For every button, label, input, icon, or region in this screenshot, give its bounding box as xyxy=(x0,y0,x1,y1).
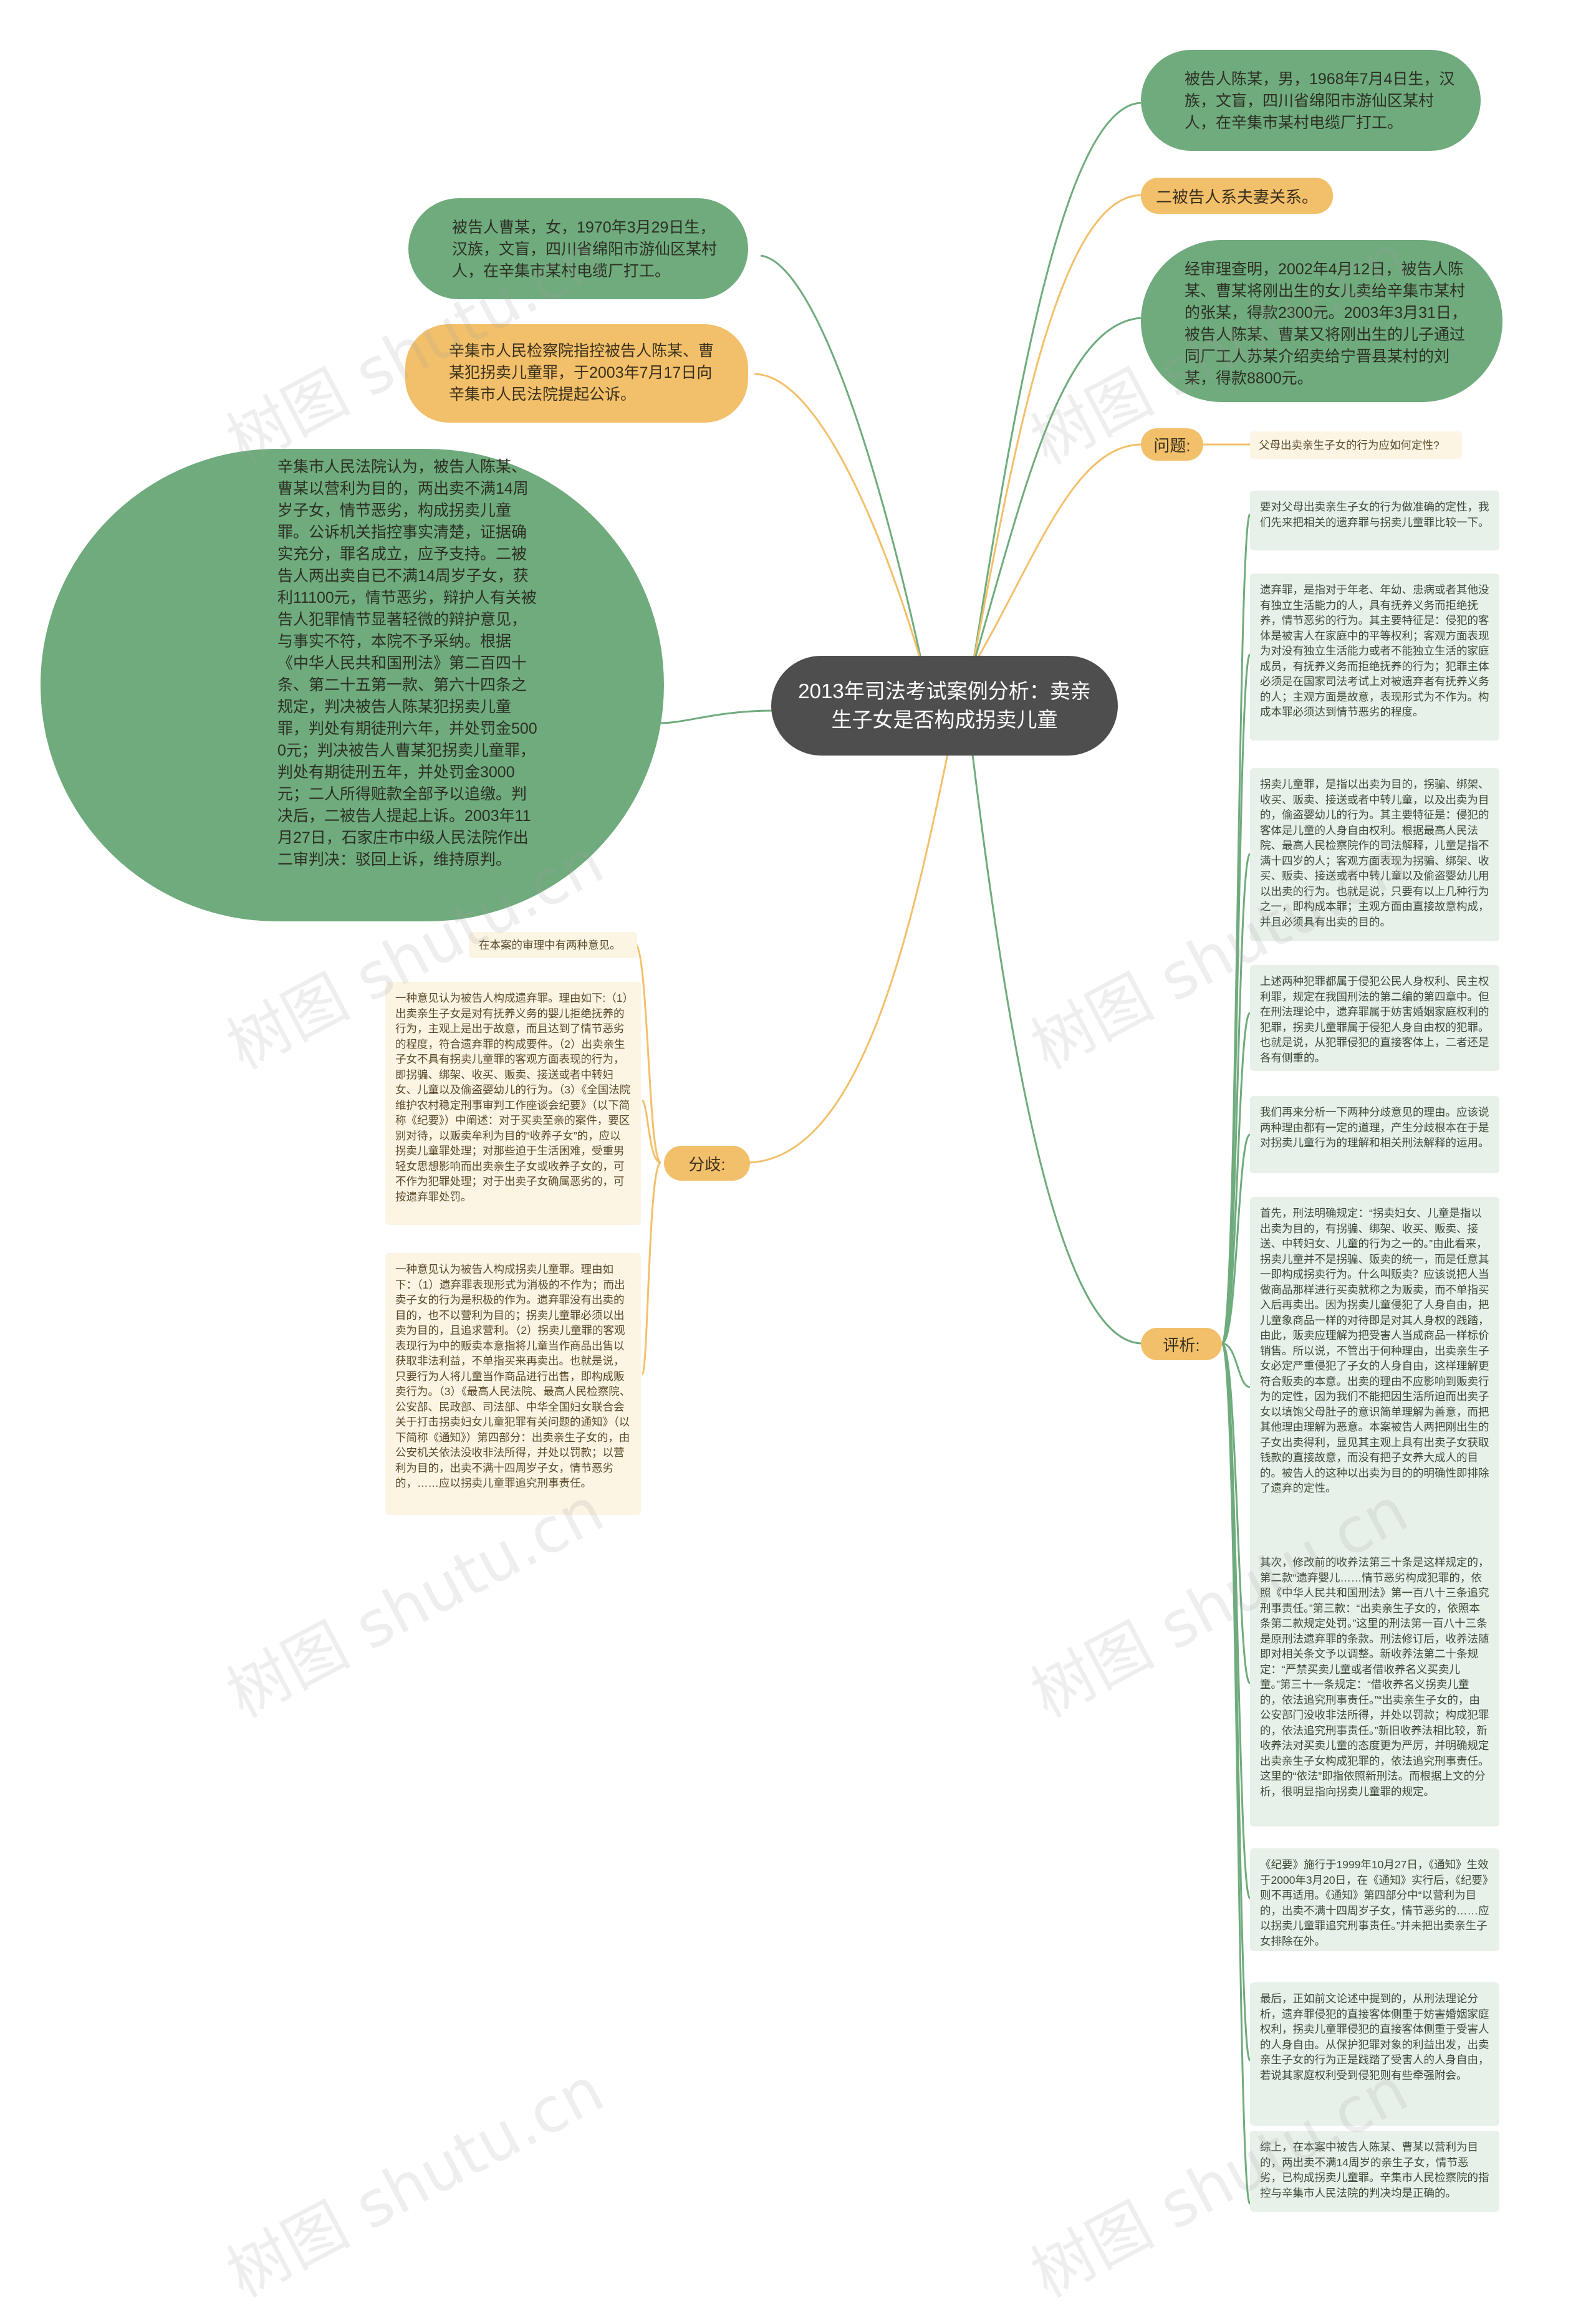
analysis-item[interactable]: 《纪要》施行于1999年10月27日，《通知》生效于2000年3月20日，在《通… xyxy=(1250,1848,1499,1951)
disagreement-opinion-trafficking[interactable]: 一种意见认为被告人构成拐卖儿童罪。理由如下：（1）遗弃罪表现形式为消极的不作为；… xyxy=(385,1253,641,1515)
edge-relation xyxy=(971,194,1142,668)
central-topic[interactable]: 2013年司法考试案例分析：卖亲生子女是否构成拐卖儿童 xyxy=(771,656,1118,756)
disagreement-branch[interactable]: 分歧: xyxy=(664,1146,750,1181)
analysis-item[interactable]: 我们再来分析一下两种分歧意见的理由。应该说两种理由都有一定的道理，产生分歧根本在… xyxy=(1250,1096,1499,1173)
edge-defendant-cao xyxy=(760,254,924,668)
analysis-item[interactable]: 最后，正如前文论述中提到的，从刑法理论分析，遗弃罪侵犯的直接客体侧重于妨害婚姻家… xyxy=(1250,1982,1499,2126)
analysis-branch[interactable]: 评析: xyxy=(1141,1328,1222,1360)
edge-analysis xyxy=(971,754,1142,1345)
edge-defendant-chen xyxy=(971,102,1142,668)
connector-lines xyxy=(635,102,1253,2205)
analysis-item[interactable]: 拐卖儿童罪，是指以出卖为目的，拐骗、绑架、收买、贩卖、接送或者中转儿童，以及出卖… xyxy=(1250,768,1499,941)
analysis-item[interactable]: 上述两种犯罪都属于侵犯公民人身权利、民主权利罪，规定在我国刑法的第二编的第四章中… xyxy=(1250,965,1499,1071)
facts-node[interactable]: 经审理查明，2002年4月12日，被告人陈某、曹某将刚出生的女儿卖给辛集市某村的… xyxy=(1141,240,1502,402)
question-branch[interactable]: 问题: xyxy=(1141,428,1203,461)
prosecution-node[interactable]: 辛集市人民检察院指控被告人陈某、曹某犯拐卖儿童罪，于2003年7月17日向辛集市… xyxy=(405,324,748,423)
defendant-chen-node[interactable]: 被告人陈某，男，1968年7月4日生，汉族，文盲，四川省绵阳市游仙区某村人，在辛… xyxy=(1141,50,1481,151)
analysis-item[interactable]: 遗弃罪，是指对于年老、年幼、患病或者其他没有独立生活能力的人，具有抚养义务而拒绝… xyxy=(1250,574,1499,741)
disagreement-opinion-abandonment[interactable]: 一种意见认为被告人构成遗弃罪。理由如下:（1）出卖亲生子女是对有抚养义务的婴儿拒… xyxy=(385,982,641,1225)
analysis-item[interactable]: 要对父母出卖亲生子女的行为做准确的定性，我们先来把相关的遗弃罪与拐卖儿童罪比较一… xyxy=(1250,491,1499,550)
analysis-item[interactable]: 首先，刑法明确规定：“拐卖妇女、儿童是指以出卖为目的，有拐骗、绑架、收买、贩卖、… xyxy=(1250,1197,1499,1577)
edge-question xyxy=(971,443,1142,668)
analysis-item[interactable]: 其次，修改前的收养法第三十条是这样规定的，第二款“遗弃婴儿……情节恶劣构成犯罪的… xyxy=(1250,1546,1499,1827)
analysis-item[interactable]: 综上，在本案中被告人陈某、曹某以营利为目的，两出卖不满14周岁的亲生子女，情节恶… xyxy=(1250,2131,1499,2212)
edge-court-ruling xyxy=(660,709,774,724)
edge-disagreement xyxy=(748,754,949,1164)
court-ruling-node[interactable]: 辛集市人民法院认为，被告人陈某、曹某以营利为目的，两出卖不满14周岁子女，情节恶… xyxy=(41,449,664,921)
edge-prosecution xyxy=(754,373,924,668)
disagreement-intro[interactable]: 在本案的审理中有两种意见。 xyxy=(469,932,637,958)
relation-node[interactable]: 二被告人系夫妻关系。 xyxy=(1141,178,1333,214)
defendant-cao-node[interactable]: 被告人曹某，女，1970年3月29日生，汉族，文盲，四川省绵阳市游仙区某村人，在… xyxy=(408,198,748,299)
question-detail[interactable]: 父母出卖亲生子女的行为应如何定性? xyxy=(1250,431,1462,459)
edge-facts xyxy=(971,317,1142,668)
